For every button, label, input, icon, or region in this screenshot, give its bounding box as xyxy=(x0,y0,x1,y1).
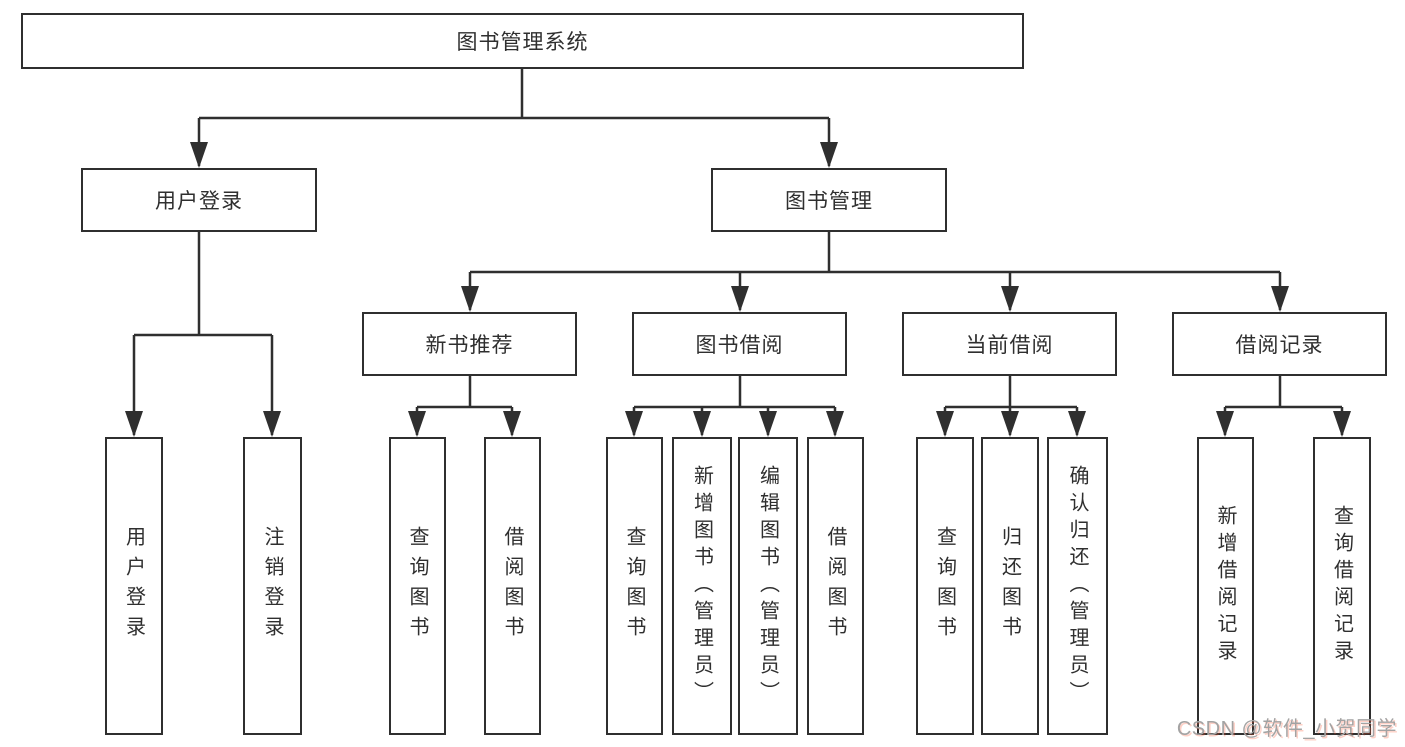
node-book-borrow: 图书借阅 xyxy=(632,312,847,376)
leaf-borrow-books-recommend-label: 借阅图书 xyxy=(501,526,523,646)
leaf-add-borrow-record: 新增借阅记录 xyxy=(1197,437,1254,735)
node-library-system: 图书管理系统 xyxy=(21,13,1024,69)
leaf-query-books-recommend: 查询图书 xyxy=(389,437,446,735)
leaf-query-borrow-record: 查询借阅记录 xyxy=(1313,437,1371,735)
leaf-add-books-admin-label: 新增图书（管理员） xyxy=(690,464,713,708)
node-book-management: 图书管理 xyxy=(711,168,947,232)
node-user-login: 用户登录 xyxy=(81,168,317,232)
leaf-confirm-return-admin-label: 确认归还（管理员） xyxy=(1066,464,1088,708)
leaf-user-login: 用户登录 xyxy=(105,437,163,735)
leaf-return-books: 归还图书 xyxy=(981,437,1039,735)
leaf-add-books-admin: 新增图书（管理员） xyxy=(672,437,732,735)
leaf-return-books-label: 归还图书 xyxy=(998,526,1021,646)
leaf-logout: 注销登录 xyxy=(243,437,302,735)
node-borrow-records: 借阅记录 xyxy=(1172,312,1387,376)
leaf-user-login-label: 用户登录 xyxy=(122,526,145,646)
leaf-query-books-current: 查询图书 xyxy=(916,437,974,735)
leaf-query-books-recommend-label: 查询图书 xyxy=(406,526,428,646)
leaf-query-books-current-label: 查询图书 xyxy=(933,526,956,646)
leaf-add-borrow-record-label: 新增借阅记录 xyxy=(1214,505,1236,667)
leaf-borrow-books-recommend: 借阅图书 xyxy=(484,437,541,735)
leaf-confirm-return-admin: 确认归还（管理员） xyxy=(1047,437,1108,735)
node-current-borrow: 当前借阅 xyxy=(902,312,1117,376)
leaf-query-books-borrow-label: 查询图书 xyxy=(623,526,645,646)
leaf-edit-books-admin-label: 编辑图书（管理员） xyxy=(756,464,779,708)
leaf-query-books-borrow: 查询图书 xyxy=(606,437,663,735)
leaf-edit-books-admin: 编辑图书（管理员） xyxy=(738,437,798,735)
csdn-watermark: CSDN @软件_小贺同学 xyxy=(1176,718,1397,740)
leaf-borrow-books: 借阅图书 xyxy=(807,437,864,735)
arrowheads xyxy=(125,142,1351,437)
leaf-borrow-books-label: 借阅图书 xyxy=(824,526,846,646)
leaf-logout-label: 注销登录 xyxy=(261,526,283,646)
leaf-query-borrow-record-label: 查询借阅记录 xyxy=(1330,505,1353,667)
node-new-book-recommend: 新书推荐 xyxy=(362,312,577,376)
